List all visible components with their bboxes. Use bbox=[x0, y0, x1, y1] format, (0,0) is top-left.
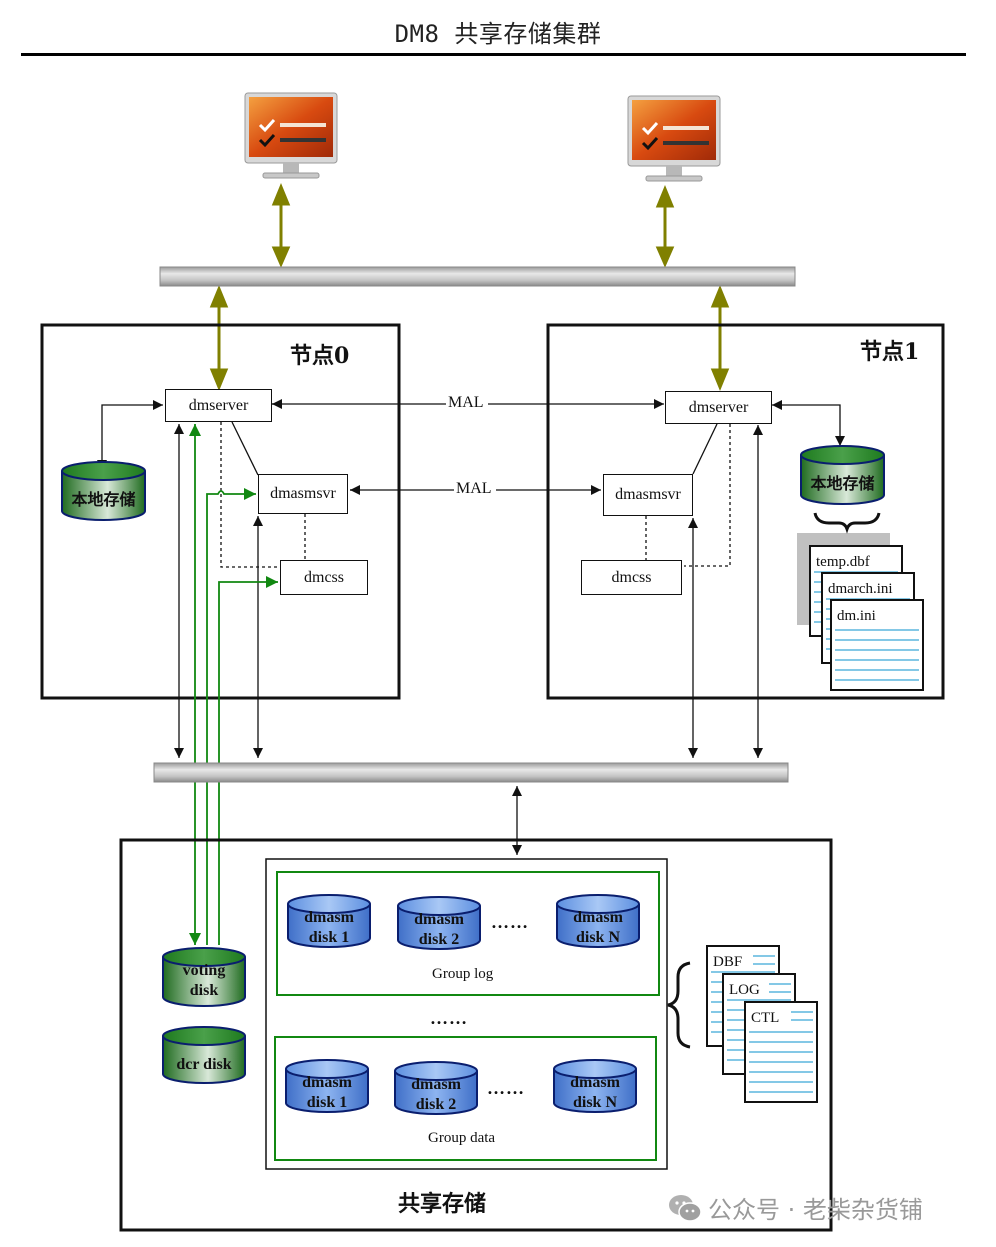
file-dbf-label: DBF bbox=[713, 954, 742, 970]
file-temp-dbf-label: temp.dbf bbox=[816, 554, 870, 570]
group-0-disk-0-label: dmasm bbox=[304, 909, 354, 926]
node-1-local-storage-cylinder-label: 本地存储 bbox=[810, 474, 874, 493]
group-1-disk-1-label: dmasm bbox=[411, 1076, 461, 1093]
group-1-disk-2-label: disk N bbox=[573, 1094, 617, 1111]
group-log-ellipsis: …… bbox=[491, 912, 529, 932]
node-1-title: 节点1 bbox=[860, 339, 920, 365]
dcr-disk-cylinder: dcr disk bbox=[162, 1026, 246, 1084]
node-0-dmserver: dmserver bbox=[165, 389, 272, 422]
file-log-label: LOG bbox=[729, 982, 760, 998]
wechat-icon bbox=[669, 1194, 702, 1222]
node-0-dmasmsvr: dmasmsvr bbox=[258, 474, 348, 514]
node-0-title: 节点0 bbox=[290, 343, 350, 369]
node-1-dmserver: dmserver bbox=[665, 391, 772, 424]
node-1-links bbox=[645, 400, 845, 758]
group-0-disk-2-label: disk N bbox=[576, 929, 620, 946]
group-1-disk-0-label: dmasm bbox=[302, 1074, 352, 1091]
voting-disk-cylinder-label: disk bbox=[190, 982, 219, 999]
monitor-checklist-icon bbox=[627, 95, 721, 182]
mal-label-bottom: MAL bbox=[455, 480, 493, 498]
group-log-label: Group log bbox=[432, 966, 494, 982]
node-0-container bbox=[40, 323, 401, 700]
node-0-local-storage-cylinder: 本地存储 bbox=[61, 461, 146, 521]
file-dm-ini: dm.ini bbox=[830, 599, 924, 691]
group-1-disk-0: dmasm disk 1 bbox=[285, 1059, 369, 1113]
group-data-ellipsis: …… bbox=[487, 1078, 525, 1098]
group-0-disk-0: dmasm disk 1 bbox=[287, 894, 371, 948]
node-1-dmasmsvr: dmasmsvr bbox=[603, 474, 693, 516]
node-0-local-storage-cylinder-label: 本地存储 bbox=[71, 490, 135, 509]
page-title: DM8 共享存储集群 bbox=[394, 20, 602, 48]
group-0-disk-1-label: disk 2 bbox=[419, 931, 459, 948]
file-ctl: CTL bbox=[744, 1001, 818, 1103]
group-0-disk-2: dmasm disk N bbox=[556, 894, 640, 948]
group-log-box bbox=[276, 871, 660, 996]
group-0-disk-1-label: dmasm bbox=[414, 911, 464, 928]
monitor-checklist-icon bbox=[244, 92, 338, 179]
group-1-disk-2: dmasm disk N bbox=[553, 1059, 637, 1113]
group-0-disk-2-label: dmasm bbox=[573, 909, 623, 926]
watermark-text: 公众号 · 老柴杂货铺 bbox=[708, 1196, 923, 1224]
node-1-container bbox=[546, 323, 945, 700]
shared-files-brace bbox=[667, 961, 691, 1049]
client-network-bus bbox=[159, 266, 796, 287]
group-data-label: Group data bbox=[428, 1130, 496, 1146]
watermark: 公众号 · 老柴杂货铺 bbox=[668, 1190, 923, 1225]
shared-storage-title: 共享存储 bbox=[398, 1192, 487, 1217]
storage-network-bus bbox=[153, 762, 789, 783]
file-dm-ini-label: dm.ini bbox=[837, 608, 876, 624]
group-data-box bbox=[274, 1036, 657, 1161]
node-0-dmcss: dmcss bbox=[280, 560, 368, 595]
voting-disk-links bbox=[189, 424, 278, 945]
group-1-disk-2-label: dmasm bbox=[570, 1074, 620, 1091]
group-1-disk-1: dmasm disk 2 bbox=[394, 1061, 478, 1115]
mal-label-top: MAL bbox=[447, 394, 485, 412]
shared-storage-container bbox=[119, 838, 833, 1232]
group-0-disk-1: dmasm disk 2 bbox=[397, 896, 481, 950]
file-dmarch-ini-label: dmarch.ini bbox=[828, 581, 893, 597]
voting-disk-cylinder-label: voting bbox=[183, 962, 226, 979]
client-network-links bbox=[209, 183, 730, 391]
group-0-disk-0-label: disk 1 bbox=[309, 929, 349, 946]
title-underline bbox=[21, 53, 966, 56]
node-1-local-storage-cylinder: 本地存储 bbox=[800, 445, 885, 505]
node-0-links bbox=[97, 400, 306, 758]
groups-ellipsis: …… bbox=[430, 1008, 468, 1028]
group-1-disk-1-label: disk 2 bbox=[416, 1096, 456, 1113]
node-1-dmcss: dmcss bbox=[581, 560, 682, 595]
local-files-brace bbox=[813, 512, 881, 534]
mal-links bbox=[272, 399, 664, 495]
dcr-disk-cylinder-label: dcr disk bbox=[176, 1056, 231, 1073]
group-1-disk-0-label: disk 1 bbox=[307, 1094, 347, 1111]
file-ctl-label: CTL bbox=[751, 1010, 779, 1026]
voting-disk-cylinder: voting disk bbox=[162, 947, 246, 1007]
